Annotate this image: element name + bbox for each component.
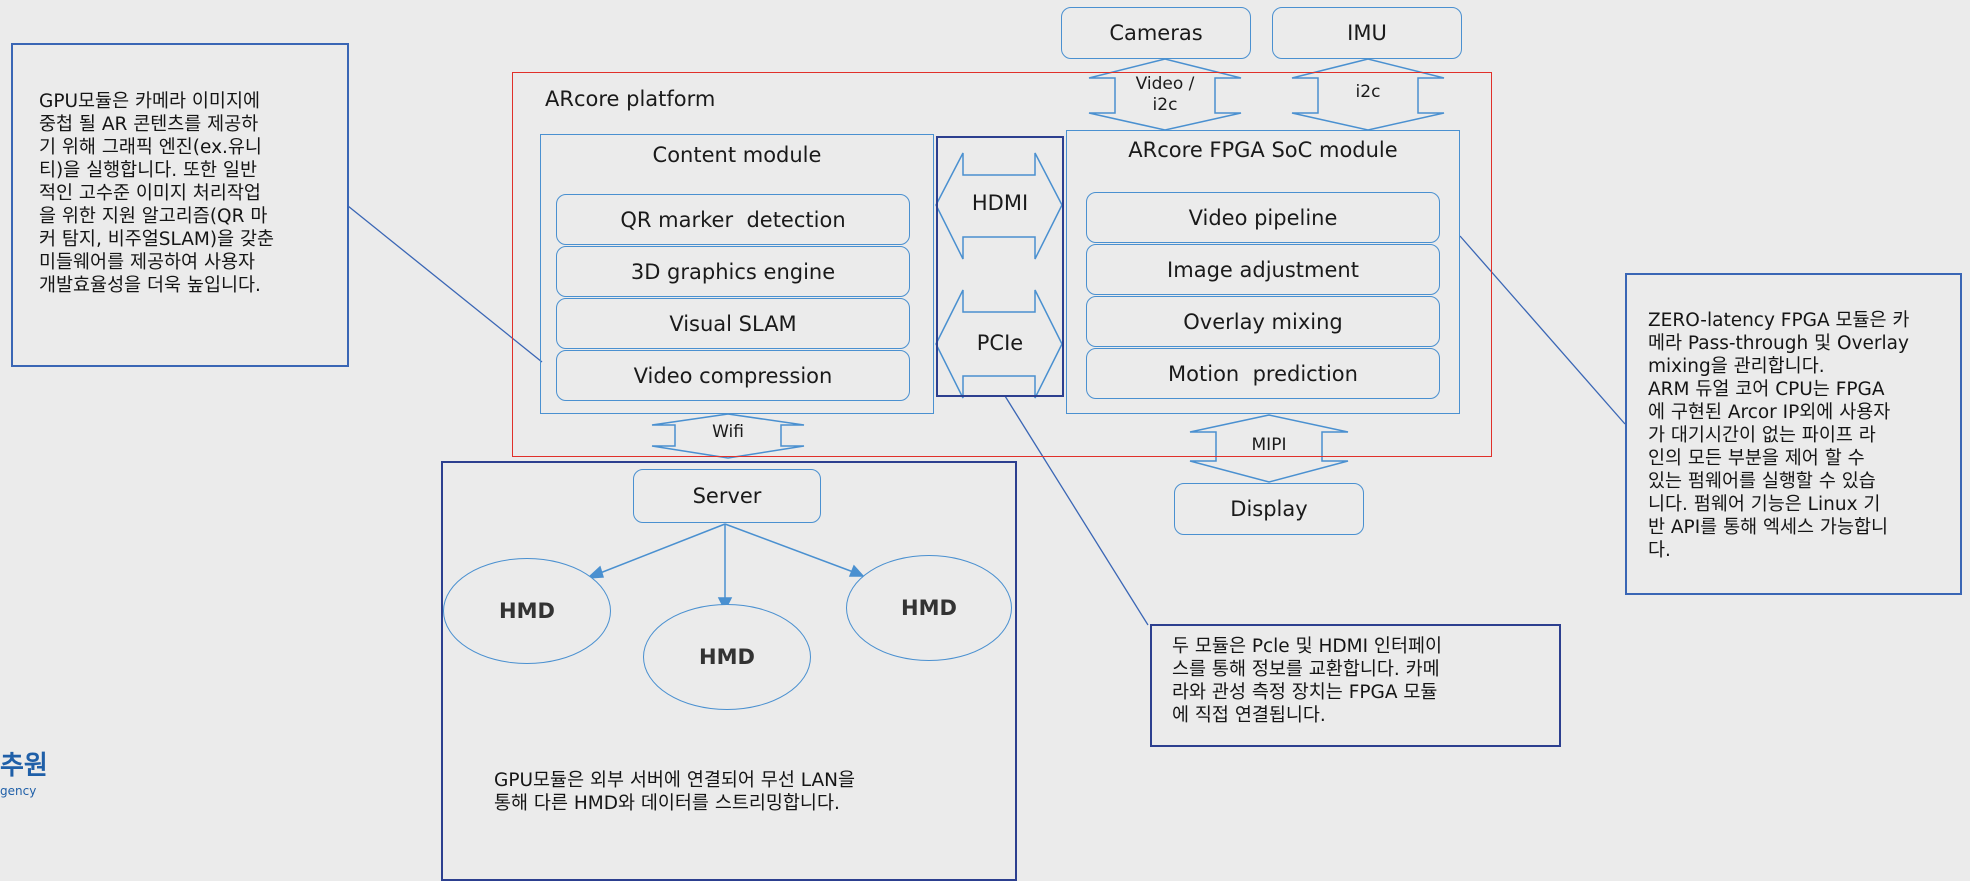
server-label: Server xyxy=(692,484,762,508)
platform-title: ARcore platform xyxy=(545,87,716,111)
interface-note: 두 모듈은 Pcle 및 HDMI 인터페이 스를 통해 정보를 교환합니다. … xyxy=(1150,624,1561,747)
wifi-label: Wifi xyxy=(712,422,744,442)
content-module: Content module xyxy=(540,134,934,414)
fpga-item-label: Overlay mixing xyxy=(1183,309,1343,334)
right-note: ZERO-latency FPGA 모듈은 카 메라 Pass-through … xyxy=(1625,273,1962,595)
fpga-item-label: Motion prediction xyxy=(1168,361,1358,386)
fpga-item-image-adjustment: Image adjustment xyxy=(1086,244,1440,295)
content-item-video-compression: Video compression xyxy=(556,350,910,401)
left-note-text: GPU모듈은 카메라 이미지에 중첩 될 AR 콘텐츠를 제공하 기 위해 그래… xyxy=(39,91,275,296)
cameras-box: Cameras xyxy=(1061,7,1251,59)
fpga-item-label: Video pipeline xyxy=(1188,205,1338,230)
video-i2c-label: Video / i2c xyxy=(1135,74,1195,115)
logo-text: 추원 xyxy=(0,751,48,781)
hmd-label: HMD xyxy=(699,645,755,669)
imu-box: IMU xyxy=(1272,7,1462,59)
right-note-callout-line xyxy=(1459,235,1626,425)
left-note: GPU모듈은 카메라 이미지에 중첩 될 AR 콘텐츠를 제공하 기 위해 그래… xyxy=(11,43,349,367)
hdmi-label: HDMI xyxy=(971,191,1029,215)
logo-subtext: gency xyxy=(0,784,37,798)
network-note-text: GPU모듈은 외부 서버에 연결되어 무선 LAN을 통해 다른 HMD와 데이… xyxy=(494,770,855,814)
server-box: Server xyxy=(633,469,821,523)
fpga-item-motion-prediction: Motion prediction xyxy=(1086,348,1440,399)
mipi-label: MIPI xyxy=(1251,435,1287,455)
right-note-text: ZERO-latency FPGA 모듈은 카 메라 Pass-through … xyxy=(1648,310,1910,561)
pcie-label: PCIe xyxy=(976,331,1024,355)
content-item-visual-slam: Visual SLAM xyxy=(556,298,910,349)
hmd-label: HMD xyxy=(499,599,555,623)
content-item-label: QR marker detection xyxy=(620,207,846,232)
interface-note-text: 두 모듈은 Pcle 및 HDMI 인터페이 스를 통해 정보를 교환합니다. … xyxy=(1172,636,1443,726)
fpga-item-label: Image adjustment xyxy=(1167,257,1359,282)
display-box: Display xyxy=(1174,483,1364,535)
left-note-callout-line xyxy=(347,205,543,363)
i2c-label: i2c xyxy=(1355,82,1381,102)
display-label: Display xyxy=(1230,497,1308,521)
content-module-title: Content module xyxy=(652,143,822,167)
hmd-label: HMD xyxy=(901,596,957,620)
arcore-platform: ARcore platform xyxy=(512,72,1492,457)
content-item-3d-graphics: 3D graphics engine xyxy=(556,246,910,297)
mipi-arrow xyxy=(1189,414,1349,483)
content-item-label: 3D graphics engine xyxy=(630,259,836,284)
content-item-qr-marker: QR marker detection xyxy=(556,194,910,245)
content-item-label: Video compression xyxy=(633,363,833,388)
interface-column xyxy=(936,136,1064,397)
fpga-module-title: ARcore FPGA SoC module xyxy=(1128,138,1398,162)
fpga-item-overlay-mixing: Overlay mixing xyxy=(1086,296,1440,347)
hmd-node-left: HMD xyxy=(443,558,611,664)
cameras-label: Cameras xyxy=(1109,21,1203,45)
bottom-note-callout-line xyxy=(1004,395,1149,626)
imu-label: IMU xyxy=(1347,21,1387,45)
hmd-node-right: HMD xyxy=(846,555,1012,661)
fpga-item-video-pipeline: Video pipeline xyxy=(1086,192,1440,243)
hmd-node-center: HMD xyxy=(643,604,811,710)
content-item-label: Visual SLAM xyxy=(669,311,797,336)
wifi-arrow xyxy=(651,413,805,459)
fpga-soc-module: ARcore FPGA SoC module xyxy=(1066,130,1460,414)
